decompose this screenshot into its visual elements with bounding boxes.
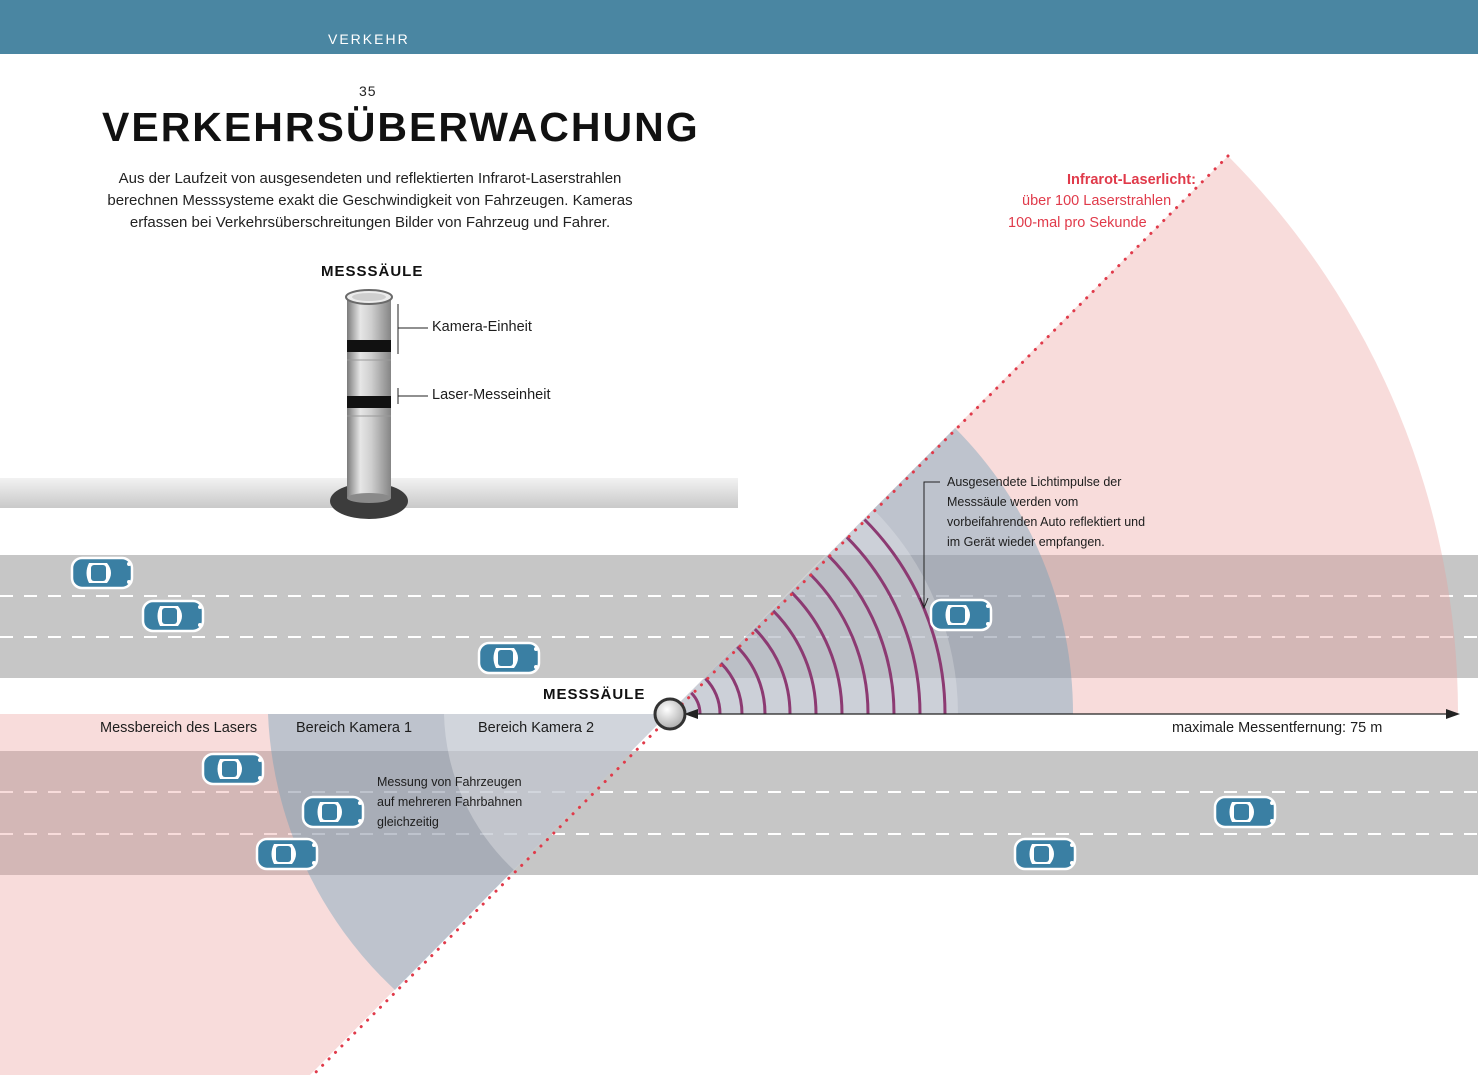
laser-zone-label: Messbereich des Lasers	[100, 720, 258, 736]
car	[141, 599, 205, 633]
pillar-detail-heading: MESSSÄULE	[321, 263, 424, 280]
pillar-top-view	[653, 697, 687, 731]
camera-zone-2	[444, 714, 668, 870]
camera-zone-1	[268, 714, 668, 990]
car	[929, 598, 993, 632]
diagram-pillar-label: MESSSÄULE	[543, 686, 646, 703]
car	[301, 795, 365, 829]
pulse-arc	[753, 628, 792, 715]
page-title: VERKEHRSÜBERWACHUNG	[102, 104, 700, 150]
camera-unit-label: Kamera-Einheit	[432, 319, 532, 335]
multi-lane-note: Messung von Fahrzeugen auf mehreren Fahr…	[377, 775, 523, 829]
car	[201, 752, 265, 786]
reflection-callout-arrow	[919, 597, 929, 610]
max-distance-arrow	[684, 709, 1460, 719]
pulse-arc	[845, 536, 922, 715]
pulse-arc	[690, 691, 702, 715]
reflection-callout-line	[923, 481, 940, 606]
camera2-zone-label: Bereich Kamera 2	[478, 720, 595, 736]
pulse-arc	[827, 554, 896, 715]
laser-beam-line	[308, 154, 1230, 1080]
car	[70, 556, 134, 590]
lane-markings	[0, 595, 1478, 835]
pulse-arc	[772, 609, 818, 715]
section-label: VERKEHR	[328, 31, 410, 47]
camera-zone-right	[668, 428, 1074, 714]
laser-unit-label: Laser-Messeinheit	[432, 387, 551, 403]
intro-text: Aus der Laufzeit von ausgesendeten und r…	[107, 170, 633, 231]
laser-info-title: Infrarot-Laserlicht:	[1067, 172, 1196, 188]
max-distance-label: maximale Messentfernung: 75 m	[1172, 720, 1383, 736]
pulse-arc	[704, 677, 722, 715]
upper-road	[0, 555, 1478, 678]
page-number: 35	[359, 83, 377, 99]
pulse-arc	[736, 645, 767, 715]
car	[255, 837, 319, 871]
header-bar	[0, 0, 1478, 54]
camera1-zone-label: Bereich Kamera 1	[296, 720, 413, 736]
reflection-note: Ausgesendete Lichtimpulse der Messsäule …	[947, 475, 1146, 549]
laser-info-line1: über 100 Laserstrahlen	[1022, 193, 1172, 209]
pulse-arc	[808, 572, 870, 715]
car	[477, 641, 541, 675]
pulse-arc	[790, 591, 844, 715]
laser-info-line2: 100-mal pro Sekunde	[1008, 215, 1147, 231]
pulse-arc	[719, 662, 744, 715]
car	[1213, 795, 1277, 829]
pillar-illustration	[330, 289, 408, 519]
camera-zone-right-inner	[668, 508, 958, 714]
laser-zone-right	[668, 156, 1459, 714]
car	[1013, 837, 1077, 871]
laser-zone-left	[0, 714, 668, 1075]
